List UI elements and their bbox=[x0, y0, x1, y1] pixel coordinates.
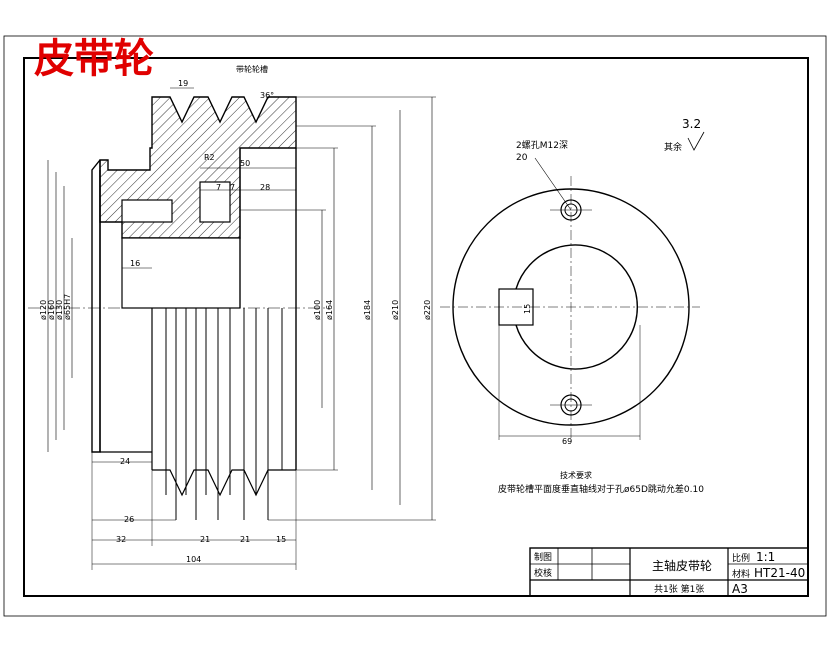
part-name: 主轴皮带轮 bbox=[652, 558, 712, 573]
dim-7b: 7 bbox=[230, 183, 235, 192]
dim-104: 104 bbox=[186, 555, 201, 564]
dim-d184: ø184 bbox=[363, 300, 372, 320]
outer-frame bbox=[3, 35, 827, 617]
paper-size: A3 bbox=[732, 582, 748, 596]
tech-notes-title: 技术要求 bbox=[560, 470, 592, 480]
page-title: 皮带轮 bbox=[34, 35, 154, 82]
set-screw-hole bbox=[121, 199, 173, 223]
undercut bbox=[199, 181, 231, 223]
roughness-value: 3.2 bbox=[682, 117, 701, 131]
dim-7a: 7 bbox=[216, 183, 221, 192]
section-dim-labels: 19 带轮轮槽 36° R2 50 7 7 28 16 24 26 32 21 … bbox=[39, 64, 432, 564]
made-by-label: 制图 bbox=[534, 551, 552, 563]
sheets-label: 共1张 第1张 bbox=[654, 583, 704, 595]
end-view-labels: 2螺孔M12深 20 其余 3.2 15 69 bbox=[516, 117, 701, 446]
dim-32: 32 bbox=[116, 535, 126, 544]
dim-24: 24 bbox=[120, 457, 130, 466]
title-block bbox=[529, 547, 809, 597]
dim-d220: ø220 bbox=[423, 300, 432, 320]
dim-key-width: 15 bbox=[523, 304, 532, 314]
material-label: 材料 bbox=[732, 568, 750, 580]
dim-d130: ø130 bbox=[55, 300, 64, 320]
holes-note: 2螺孔M12深 bbox=[516, 140, 568, 151]
tech-notes-line: 皮带轮槽平面度垂直轴线对于孔ø65D跳动允差0.10 bbox=[498, 483, 704, 495]
dim-d65: ø65H7 bbox=[63, 294, 72, 320]
roughness-label: 其余 bbox=[664, 141, 682, 153]
dim-d100: ø100 bbox=[313, 300, 322, 320]
end-view bbox=[440, 131, 705, 442]
scale-label: 比例 bbox=[732, 552, 750, 564]
dim-15: 15 bbox=[276, 535, 286, 544]
dim-chamfer: R2 bbox=[204, 153, 215, 162]
dim-key: 69 bbox=[562, 437, 572, 446]
bore-circle bbox=[515, 244, 639, 370]
dim-d120: ø120 bbox=[39, 300, 48, 320]
dim-26: 26 bbox=[124, 515, 134, 524]
dim-16: 16 bbox=[130, 259, 140, 268]
dim-50: 50 bbox=[240, 159, 250, 168]
inner-frame bbox=[23, 57, 809, 597]
groove-label: 带轮轮槽 bbox=[236, 64, 268, 74]
tech-notes: 技术要求 皮带轮槽平面度垂直轴线对于孔ø65D跳动允差0.10 bbox=[498, 470, 704, 495]
dim-groove-pitch: 19 bbox=[178, 79, 188, 88]
section-view bbox=[28, 87, 436, 570]
dim-d164: ø164 bbox=[325, 300, 334, 320]
dim-21b: 21 bbox=[240, 535, 250, 544]
material-value: HT21-40 bbox=[754, 566, 805, 580]
dim-angle: 36° bbox=[260, 91, 274, 100]
title-block-text: 制图 校核 主轴皮带轮 比例 1:1 材料 HT21-40 共1张 第1张 A3 bbox=[534, 550, 805, 596]
scale-value: 1:1 bbox=[756, 550, 775, 564]
dim-21a: 21 bbox=[200, 535, 210, 544]
holes-depth: 20 bbox=[516, 153, 528, 163]
checked-by-label: 校核 bbox=[534, 567, 552, 579]
dim-d160: ø160 bbox=[47, 300, 56, 320]
dim-28: 28 bbox=[260, 183, 270, 192]
dim-d210: ø210 bbox=[391, 300, 400, 320]
